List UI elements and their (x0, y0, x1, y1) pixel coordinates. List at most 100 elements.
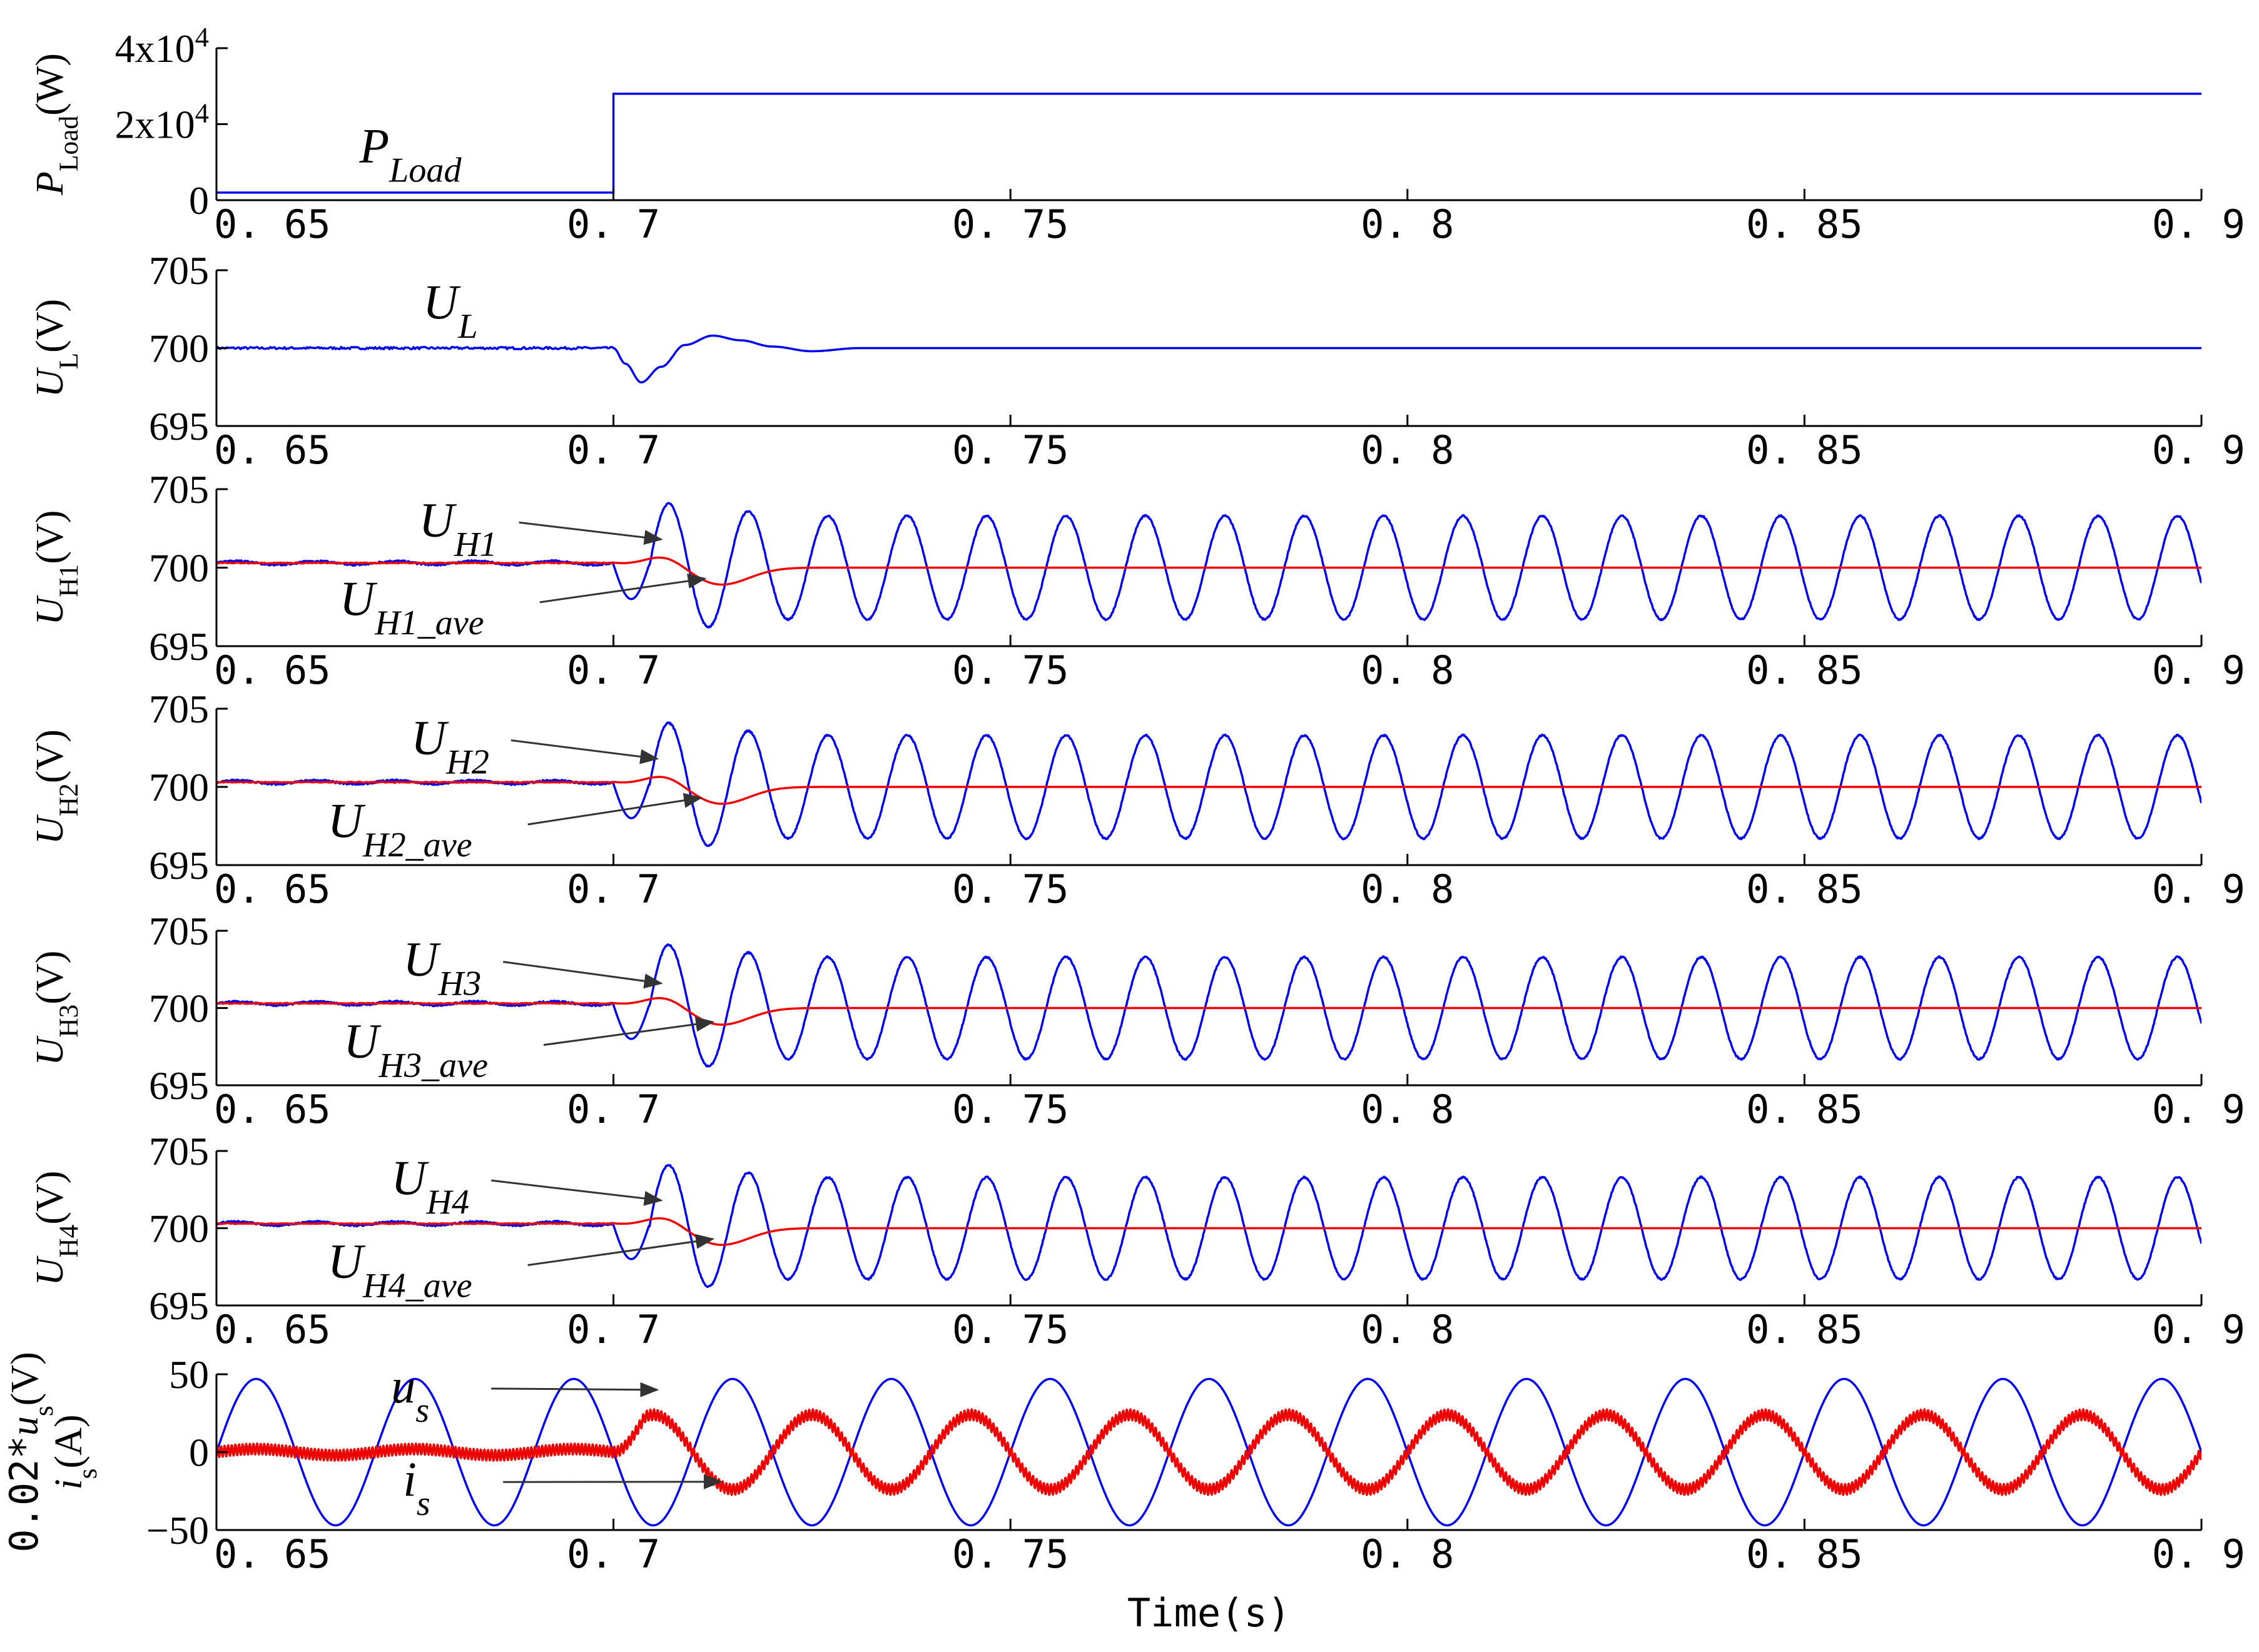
x-axis-label: Time(s) (1127, 1590, 1291, 1636)
arrow-uh2-0 (510, 739, 659, 764)
ylabel-uh1: UH1(V) (29, 510, 84, 626)
xtick-label-uh4-5: 0. 9 (2152, 1307, 2245, 1352)
series-uh4-blue (216, 1163, 2201, 1289)
arrow-us_is-0 (491, 1382, 659, 1397)
arrow-uh2-1 (527, 793, 703, 826)
xtick-label-uh2-1: 0. 7 (567, 866, 660, 912)
xtick-label-uh2-3: 0. 8 (1361, 866, 1454, 912)
ytick-label-uh3-2: 695 (149, 1063, 209, 1108)
annotation-uh3-1: UH3_ave (343, 1014, 488, 1085)
xtick-label-uh4-3: 0. 8 (1361, 1307, 1454, 1352)
ytick-label-uh1-0: 705 (149, 467, 209, 512)
xtick-label-ul-3: 0. 8 (1361, 427, 1454, 473)
ytick-label-uh2-1: 700 (149, 765, 209, 809)
xtick-label-uh4-2: 0. 75 (952, 1307, 1069, 1352)
arrow-uh1-1 (539, 574, 707, 604)
xtick-label-uh1-4: 0. 85 (1746, 647, 1863, 693)
xtick-label-us_is-3: 0. 8 (1361, 1531, 1454, 1577)
series-pload-blue (216, 93, 2201, 194)
xtick-label-us_is-5: 0. 9 (2152, 1531, 2245, 1577)
arrow-uh3-0 (503, 961, 663, 989)
xtick-label-uh3-2: 0. 75 (952, 1087, 1069, 1132)
xtick-label-uh2-2: 0. 75 (952, 866, 1069, 912)
ytick-label-uh4-0: 705 (149, 1129, 209, 1173)
annotation-uh4-0: UH4 (391, 1150, 469, 1222)
ytick-label-uh4-1: 700 (149, 1207, 209, 1251)
annotation-us_is-0: us (391, 1359, 429, 1430)
arrow-uh1-0 (519, 521, 663, 545)
ytick-label-uh2-2: 695 (149, 843, 209, 888)
ytick-label-us_is-1: 0 (189, 1431, 209, 1475)
annotation-uh4-1: UH4_ave (328, 1234, 472, 1305)
ylabel-pload: PLoad(W) (29, 53, 84, 196)
annotation-uh2-1: UH2_ave (328, 793, 472, 864)
xtick-label-ul-4: 0. 85 (1746, 427, 1863, 473)
ytick-label-us_is-0: 50 (169, 1352, 209, 1397)
xtick-label-us_is-1: 0. 7 (567, 1531, 660, 1577)
series-ul-blue (216, 334, 2201, 383)
ytick-label-uh1-2: 695 (149, 624, 209, 669)
ytick-label-pload-0: 4x104 (115, 21, 209, 71)
xtick-label-pload-4: 0. 85 (1746, 201, 1863, 247)
ytick-label-uh3-0: 705 (149, 909, 209, 953)
xtick-label-uh2-0: 0. 65 (214, 866, 331, 912)
series-uh4-red (216, 1217, 2201, 1246)
xtick-label-pload-5: 0. 9 (2152, 201, 2245, 247)
annotation-pload-0: PLoad (358, 118, 462, 190)
ytick-label-us_is-2: −50 (146, 1508, 209, 1553)
xtick-label-ul-1: 0. 7 (567, 427, 660, 473)
ylabel-uh4: UH4(V) (29, 1171, 84, 1286)
series-uh2-blue (216, 721, 2201, 847)
xtick-label-uh2-4: 0. 85 (1746, 866, 1863, 912)
xtick-label-uh3-4: 0. 85 (1746, 1087, 1863, 1132)
xtick-label-uh4-0: 0. 65 (214, 1307, 331, 1352)
xtick-label-pload-0: 0. 65 (214, 201, 331, 247)
annotation-uh1-0: UH1 (419, 492, 497, 564)
ytick-label-uh3-1: 700 (149, 986, 209, 1031)
xtick-label-us_is-0: 0. 65 (214, 1531, 331, 1577)
ylabel-uh2: UH2(V) (29, 729, 84, 844)
ylabel-ul: UL(V) (29, 299, 84, 397)
ytick-label-uh4-2: 695 (149, 1284, 209, 1328)
xtick-label-uh4-1: 0. 7 (567, 1307, 660, 1352)
arrow-uh4-1 (527, 1234, 715, 1267)
arrow-uh4-0 (491, 1179, 663, 1206)
ytick-label-ul-2: 695 (149, 404, 209, 448)
ytick-label-pload-1: 2x104 (115, 98, 209, 147)
annotation-uh2-0: UH2 (411, 711, 489, 782)
series-uh2-red (216, 776, 2201, 805)
xtick-label-uh3-3: 0. 8 (1361, 1087, 1454, 1132)
xtick-label-ul-2: 0. 75 (952, 427, 1069, 473)
series-uh1-blue (216, 502, 2201, 629)
xtick-label-ul-0: 0. 65 (214, 427, 331, 473)
ytick-label-uh2-0: 705 (149, 687, 209, 731)
xtick-label-pload-2: 0. 75 (952, 201, 1069, 247)
arrow-uh3-1 (543, 1016, 715, 1046)
ytick-label-pload-2: 0 (189, 178, 209, 223)
xtick-label-uh1-0: 0. 65 (214, 647, 331, 693)
series-uh3-red (216, 996, 2201, 1026)
ylabel2-us_is: is(A) (48, 1414, 103, 1489)
annotation-uh1-1: UH1_ave (340, 571, 484, 642)
series-uh1-red (216, 556, 2201, 586)
xtick-label-uh1-5: 0. 9 (2152, 647, 2245, 693)
xtick-label-pload-1: 0. 7 (567, 201, 660, 247)
ylabel-uh3: UH3(V) (29, 951, 84, 1066)
xtick-label-uh1-2: 0. 75 (952, 647, 1069, 693)
series-us_is-i_s (216, 1408, 2201, 1496)
xtick-label-uh1-1: 0. 7 (567, 647, 660, 693)
ytick-label-ul-1: 700 (149, 327, 209, 371)
xtick-label-uh3-1: 0. 7 (567, 1087, 660, 1132)
ytick-label-uh1-1: 700 (149, 546, 209, 590)
annotation-us_is-1: is (403, 1452, 430, 1523)
xtick-label-us_is-2: 0. 75 (952, 1531, 1069, 1577)
xtick-label-uh3-0: 0. 65 (214, 1087, 331, 1132)
xtick-label-us_is-4: 0. 85 (1746, 1531, 1863, 1577)
